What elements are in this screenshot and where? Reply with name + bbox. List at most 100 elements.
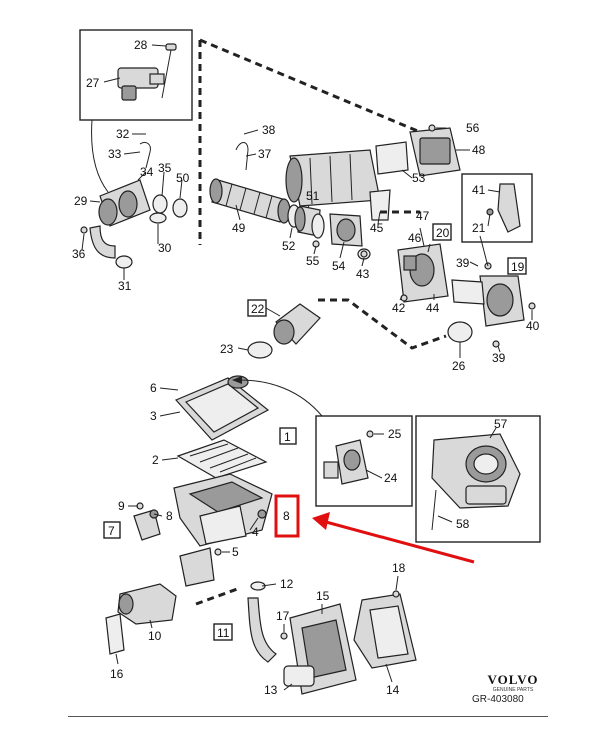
callout-34: 34 [140, 165, 154, 179]
gasket-icon [369, 189, 391, 221]
highlight-arrow [312, 512, 475, 564]
callout-25: 25 [388, 427, 402, 441]
callout-37: 37 [258, 147, 272, 161]
diagram-reference: GR-403080 [472, 694, 524, 705]
throttle-body-icon [397, 243, 449, 303]
callout-35: 35 [158, 161, 172, 175]
inset-box-bracket [461, 173, 533, 243]
brand-name: VOLVO [487, 672, 539, 687]
callout-12: 12 [280, 577, 294, 591]
callout-5: 5 [232, 545, 239, 559]
pipe-icon [247, 597, 277, 663]
callout-16: 16 [110, 667, 124, 681]
filter-cover-icon [174, 375, 270, 441]
o-ring-icon [447, 321, 473, 343]
brand-subtitle: GENUINE PARTS [492, 687, 534, 693]
callout-55: 55 [306, 254, 320, 268]
seal-strip-icon [105, 613, 125, 655]
callout-2: 2 [152, 453, 159, 467]
callout-6: 6 [150, 381, 157, 395]
callout-42: 42 [392, 301, 406, 315]
callout-10: 10 [148, 629, 162, 643]
connector-pipe-icon [294, 205, 325, 239]
intake-hose-icon [98, 179, 151, 227]
callout-24: 24 [384, 471, 398, 485]
callout-18: 18 [392, 561, 406, 575]
callout-41: 41 [472, 183, 486, 197]
pressure-sensor-icon [117, 67, 165, 101]
o-ring-icon [172, 198, 188, 218]
callout-30: 30 [158, 241, 172, 255]
callout-52: 52 [282, 239, 296, 253]
bracket-icon [486, 183, 521, 233]
callout-26: 26 [452, 359, 466, 373]
callout-9: 9 [118, 499, 125, 513]
throttle-icon [329, 213, 363, 247]
air-filter-icon [176, 439, 268, 479]
flex-hose-icon [209, 178, 291, 224]
callout-39b: 39 [492, 351, 506, 365]
ref-box-19 [507, 257, 527, 275]
ref-box-11 [213, 623, 233, 641]
callout-1: 1 [284, 430, 291, 444]
callout-46: 46 [408, 231, 422, 245]
callout-47: 47 [416, 209, 430, 223]
callout-38: 38 [262, 123, 276, 137]
callout-21: 21 [472, 221, 486, 235]
callout-8-highlighted: 8 [283, 509, 290, 523]
resonator-box-icon [283, 603, 357, 695]
egr-valve-icon [451, 275, 525, 327]
bracket-icon [89, 225, 116, 259]
callout-20: 20 [436, 226, 450, 240]
splash-guard-icon [353, 593, 417, 669]
solenoid-valve-icon [323, 439, 369, 485]
callout-33: 33 [108, 147, 122, 161]
callout-53: 53 [412, 171, 426, 185]
highlight-box [274, 494, 300, 538]
callout-58: 58 [456, 517, 470, 531]
callout-40: 40 [526, 319, 540, 333]
callout-8a: 8 [166, 509, 173, 523]
gasket-icon [375, 141, 409, 175]
screw-icon [161, 43, 177, 99]
callout-29: 29 [74, 194, 88, 208]
seal-ring-icon [247, 341, 273, 359]
callout-56: 56 [466, 121, 480, 135]
callout-48: 48 [472, 143, 486, 157]
callout-11: 11 [217, 626, 230, 640]
seal-ring-icon [149, 212, 167, 224]
callout-13: 13 [264, 683, 278, 697]
callout-43: 43 [356, 267, 370, 281]
ref-box-1 [279, 427, 297, 445]
callout-17: 17 [276, 609, 290, 623]
callout-39a: 39 [456, 256, 470, 270]
callout-14: 14 [386, 683, 400, 697]
callout-22: 22 [251, 302, 265, 316]
callout-51: 51 [306, 189, 320, 203]
callout-27: 27 [86, 76, 100, 90]
callout-54: 54 [332, 259, 346, 273]
callout-23: 23 [220, 342, 234, 356]
callout-15: 15 [316, 589, 330, 603]
callout-31: 31 [118, 279, 132, 293]
inlet-duct-icon [117, 583, 177, 625]
manifold-icon [409, 127, 461, 177]
supercharger-icon [285, 149, 381, 207]
o-ring-icon [152, 194, 168, 214]
callout-19: 19 [511, 260, 525, 274]
throttle-housing-icon [431, 433, 521, 509]
callout-36: 36 [72, 247, 86, 261]
callout-3: 3 [150, 409, 157, 423]
ref-box-7 [103, 521, 121, 539]
ref-box-20 [432, 223, 452, 241]
callout-4: 4 [252, 525, 259, 539]
callout-28: 28 [134, 38, 148, 52]
callout-57: 57 [494, 417, 508, 431]
callout-32: 32 [116, 127, 130, 141]
seal-ring-icon [115, 255, 133, 269]
brand-logo: VOLVO GENUINE PARTS [468, 672, 558, 693]
divider [68, 716, 548, 717]
filter-housing-icon [173, 473, 273, 547]
callout-44: 44 [426, 301, 440, 315]
